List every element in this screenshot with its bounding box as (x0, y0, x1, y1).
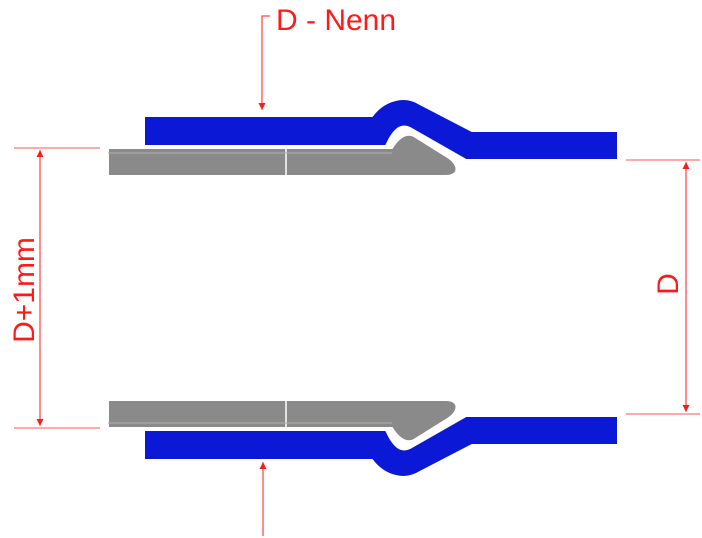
left-dimension-label: D+1mm (8, 237, 41, 343)
pipe-bottom (143, 415, 619, 478)
insert-bottom (107, 399, 458, 443)
nominal-diameter-label: D - Nenn (276, 4, 396, 37)
nominal-leader-top (258, 15, 270, 110)
pipe-top (143, 98, 619, 161)
right-dimension-label: D (652, 273, 685, 295)
insert-top (107, 133, 458, 177)
